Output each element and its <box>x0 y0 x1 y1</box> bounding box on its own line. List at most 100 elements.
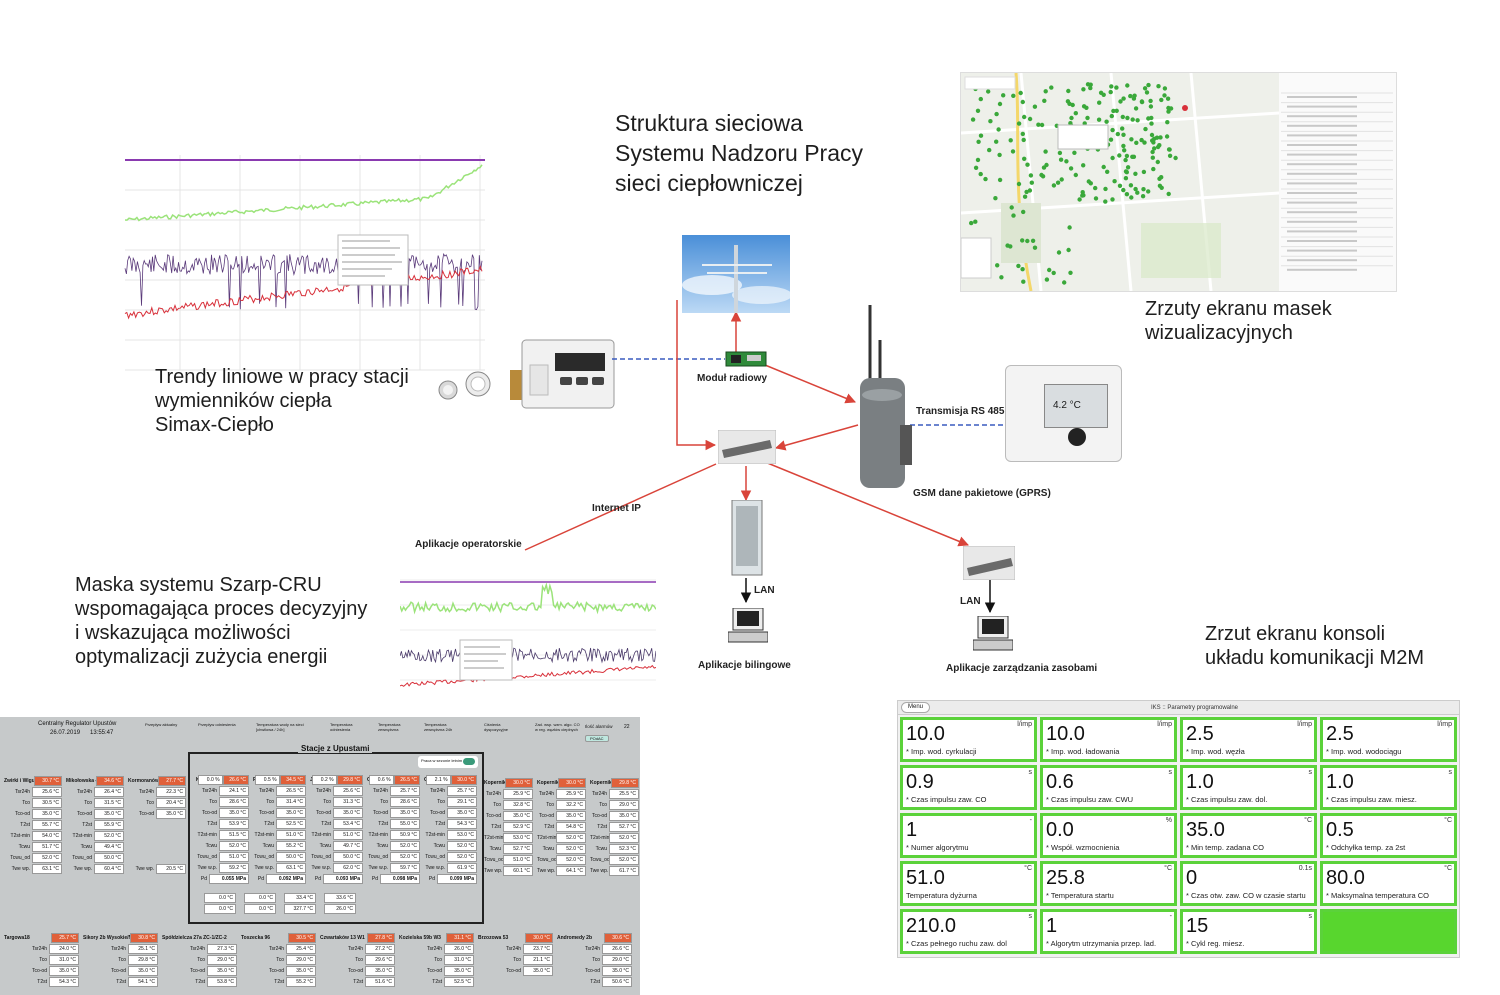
map-pin <box>1151 140 1156 145</box>
map-pin <box>1157 143 1162 148</box>
m2m-tile-value: 210.0 <box>906 915 957 937</box>
m2m-tile-description: * Czas impulsu zaw. miesz. <box>1326 795 1417 804</box>
station-param-value: 0.092 MPa <box>266 873 306 884</box>
trend-purple-series <box>124 253 483 311</box>
m2m-parameter-tile[interactable]: 25.8°C* Temperatura startu <box>1040 861 1177 906</box>
station-row: Twe w.p.59.7 °C <box>365 862 420 873</box>
map-pin <box>1030 238 1036 243</box>
m2m-parameter-tile[interactable]: 35.0°C* Min temp. zadana CO <box>1180 813 1317 858</box>
station-param-value: 52.9 °C <box>503 821 533 832</box>
station-param-label: Tco <box>276 956 284 963</box>
station-name: Obrońców WT2 <box>367 776 369 783</box>
m2m-tile-value: 1 <box>1046 915 1058 937</box>
map-type-tabs <box>964 76 1016 90</box>
asset-server-icon <box>963 546 1015 580</box>
map-pin <box>1123 157 1128 163</box>
station-param-value: 35.0 °C <box>276 807 306 818</box>
map-pin <box>1027 116 1033 122</box>
controller-knob-icon <box>1068 428 1086 446</box>
m2m-tile-description: * Imp. wod. cyrkulacji <box>906 747 977 756</box>
station-param-value: 50.9 °C <box>390 829 420 840</box>
label-internet: Internet IP <box>592 503 641 514</box>
station-badge: 29.8 °C <box>611 777 639 788</box>
station-param-value: 28.6 °C <box>219 796 249 807</box>
station-param-label: Tco-od <box>31 967 47 974</box>
station-param-label: Tsr24h <box>429 787 445 794</box>
station-valve: 2.1 % <box>426 774 451 785</box>
scada-alarm-button[interactable]: POdAC <box>585 735 609 742</box>
m2m-tile-unit: °C <box>1444 865 1452 872</box>
map-pin <box>1065 99 1071 104</box>
station-param-label: T2st <box>20 821 30 828</box>
station-badge: 27.7 °C <box>158 775 186 786</box>
map-pin <box>1027 188 1033 193</box>
station-param-label: Tsr24h <box>14 788 30 795</box>
map-svg <box>961 73 1396 291</box>
m2m-menu-button[interactable]: Menu <box>901 702 931 713</box>
station-param-label: Tco <box>323 798 331 805</box>
station-param-value: 31.5 °C <box>94 797 124 808</box>
label-rs485: Transmisja RS 485 <box>916 406 1005 417</box>
station-param-label: Tco-od <box>591 812 607 819</box>
m2m-parameter-tile[interactable]: 0.0%* Współ. wzmocnienia <box>1040 813 1177 858</box>
m2m-parameter-tile[interactable]: 1-* Numer algorytmu <box>900 813 1037 858</box>
operator-trend-screenshot <box>400 555 656 695</box>
m2m-tile-value: 0 <box>1186 867 1198 889</box>
station-param-value: 29.1 °C <box>447 796 477 807</box>
m2m-parameter-tile[interactable]: 0.5°C* Odchyłka temp. za 2st <box>1320 813 1457 858</box>
m2m-parameter-tile[interactable]: 80.0°C* Maksymalna temperatura CO <box>1320 861 1457 906</box>
station-param-value: 25.9 °C <box>503 788 533 799</box>
caption-m2m-line-1: Zrzut ekranu konsoli <box>1205 623 1386 645</box>
map-pin <box>1103 199 1108 204</box>
station-group[interactable]: Sikory 2b Wysokie/Niskie30.8 °CTsr24h25.… <box>81 932 158 987</box>
map-pin <box>983 176 988 182</box>
station-param-label: Twe w.p. <box>425 864 445 871</box>
trend-tooltip-lines <box>342 240 402 277</box>
season-toggle-switch[interactable] <box>463 758 475 765</box>
season-toggle[interactable]: Praca w sezonie letnim <box>418 756 478 768</box>
map-pin <box>1021 209 1026 215</box>
map-pin <box>1022 156 1027 161</box>
m2m-parameter-tile[interactable]: 1-* Algorytm utrzymania przep. lad. <box>1040 909 1177 954</box>
station-param-value: 55.2 °C <box>276 840 306 851</box>
station-param-label: Tco-od <box>201 809 217 816</box>
map-pin <box>1146 116 1151 121</box>
